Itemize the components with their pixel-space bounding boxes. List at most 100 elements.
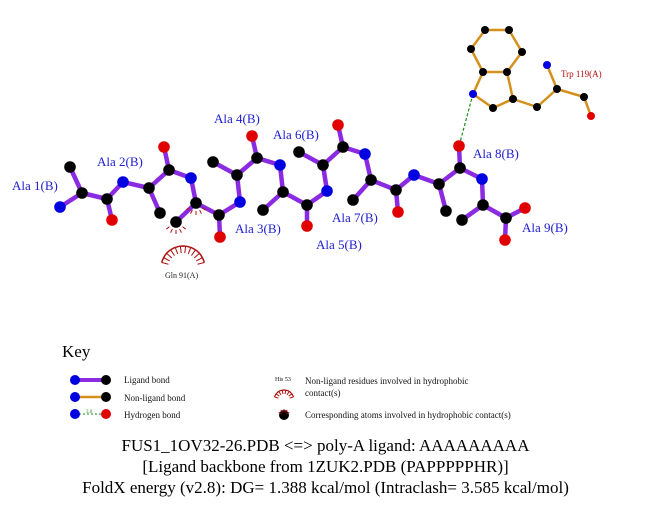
nonligand-bond — [556, 87, 585, 99]
key-hydrophobic-atom — [279, 410, 289, 420]
footer-line2: [Ligand backbone from 1ZUK2.PDB (PAPPPPP… — [142, 457, 509, 476]
hydrophobic-atom-spokes — [165, 226, 187, 234]
ligand-atom — [64, 161, 76, 173]
ligand-atom — [185, 172, 197, 184]
key-nonligand-bond-atom2 — [101, 392, 111, 402]
ligand-atom — [332, 119, 344, 131]
protein-atom — [481, 26, 489, 34]
protein-atom — [469, 90, 477, 98]
key-ligand-bond-atom2 — [101, 375, 111, 385]
residue-label-ala9: Ala 9(B) — [522, 220, 568, 235]
key-example-residue: His 53 — [275, 377, 291, 383]
residue-label-trp119: Trp 119(A) — [561, 69, 602, 79]
ligand-atom — [76, 187, 88, 199]
ligand-atom — [440, 205, 452, 217]
key-nonligand-bond-atom1 — [70, 392, 80, 402]
key-hydrophobic-arc — [273, 389, 295, 399]
key-hydrophobic-label: Non-ligand residues involved in hydropho… — [305, 376, 469, 386]
ligand-atom — [317, 159, 329, 171]
key-hydrophobic-label-2: contact(s) — [305, 388, 341, 398]
ligand-atom — [231, 169, 243, 181]
ligand-atom — [359, 148, 371, 160]
ligand-atom — [154, 207, 166, 219]
ligand-atom — [392, 206, 404, 218]
residue-label-ala7: Ala 7(B) — [332, 210, 378, 225]
ligand-atom — [277, 186, 289, 198]
ligand-atom — [207, 156, 219, 168]
ligand-atom — [274, 159, 286, 171]
ligand-atom — [476, 173, 488, 185]
protein-atom — [489, 104, 497, 112]
key-hydrogen-bond-label: Hydrogen bond — [124, 410, 181, 420]
protein-atom — [505, 26, 513, 34]
ligand-atom — [293, 146, 305, 158]
footer-line3: FoldX energy (v2.8): DG= 1.388 kcal/mol … — [82, 478, 569, 497]
key-corresponding-atoms-label: Corresponding atoms involved in hydropho… — [305, 410, 511, 420]
key-hydrophobic-atom-spokes — [278, 409, 290, 415]
ligand-atom — [190, 197, 202, 209]
ligand-atom — [170, 216, 182, 228]
ligand-atom — [337, 141, 349, 153]
key-hbond-distance: 3.0 — [86, 410, 93, 415]
protein-atom — [467, 45, 475, 53]
ligand-atom — [500, 212, 512, 224]
nonligand-bond — [472, 92, 494, 110]
ligand-atom — [321, 185, 333, 197]
key-hydrogen-bond-atom1 — [70, 409, 80, 419]
residue-label-ala5: Ala 5(B) — [316, 237, 362, 252]
nonligand-bond — [471, 71, 485, 95]
protein-atom — [580, 93, 588, 101]
nonligand-bond — [512, 97, 538, 109]
footer-line1: FUS1_1OV32-26.PDB <=> poly-A ligand: AAA… — [121, 436, 530, 455]
hydrophobic-contact-arc-gln91 — [160, 245, 206, 265]
nonligand-bond — [469, 48, 485, 73]
residue-label-ala4: Ala 4(B) — [214, 111, 260, 126]
ligand-atom — [106, 214, 118, 226]
protein-atom — [543, 61, 551, 69]
residue-label-ala3: Ala 3(B) — [235, 221, 281, 236]
ligand-atom — [456, 214, 468, 226]
ligand-atom — [519, 202, 531, 214]
protein-atom — [553, 85, 561, 93]
residue-label-ala6: Ala 6(B) — [273, 127, 319, 142]
ligand-atom — [143, 182, 155, 194]
ligand-atom — [234, 196, 246, 208]
key-title: Key — [62, 342, 91, 361]
ligand-atom — [499, 234, 511, 246]
ligand-atom — [54, 201, 66, 213]
protein-atom — [509, 95, 517, 103]
nonligand-bond — [536, 88, 558, 108]
nonligand-bond — [507, 29, 524, 53]
ligand-atom — [163, 164, 175, 176]
ligand-atom — [477, 199, 489, 211]
ligand-atom — [213, 209, 225, 221]
ligand-atom — [453, 140, 465, 152]
key-hydrogen-bond-atom2 — [101, 409, 111, 419]
protein-atom — [587, 112, 595, 120]
nonligand-bond — [506, 51, 523, 73]
protein-atom — [503, 68, 511, 76]
key-ligand-bond-label: Ligand bond — [124, 375, 170, 385]
residue-label-gln91: Gln 91(A) — [165, 271, 199, 280]
ligand-atom — [408, 169, 420, 181]
ligand-atom — [390, 184, 402, 196]
ligand-atom — [117, 176, 129, 188]
residue-label-ala2: Ala 2(B) — [97, 154, 143, 169]
protein-atom — [479, 68, 487, 76]
ligand-atom — [158, 141, 170, 153]
nonligand-bond — [545, 64, 559, 90]
ligand-atom — [454, 162, 466, 174]
ligand-atom — [301, 220, 313, 232]
ligand-atom — [365, 174, 377, 186]
ligand-atom — [246, 130, 258, 142]
key-nonligand-bond-label: Non-ligand bond — [124, 393, 186, 403]
hydrogen-bond — [458, 93, 474, 147]
ligand-atom — [433, 178, 445, 190]
protein-atom — [518, 48, 526, 56]
key-ligand-bond-atom1 — [70, 375, 80, 385]
ligand-atom — [257, 204, 269, 216]
protein-atom — [533, 103, 541, 111]
ligand-atom — [301, 199, 313, 211]
